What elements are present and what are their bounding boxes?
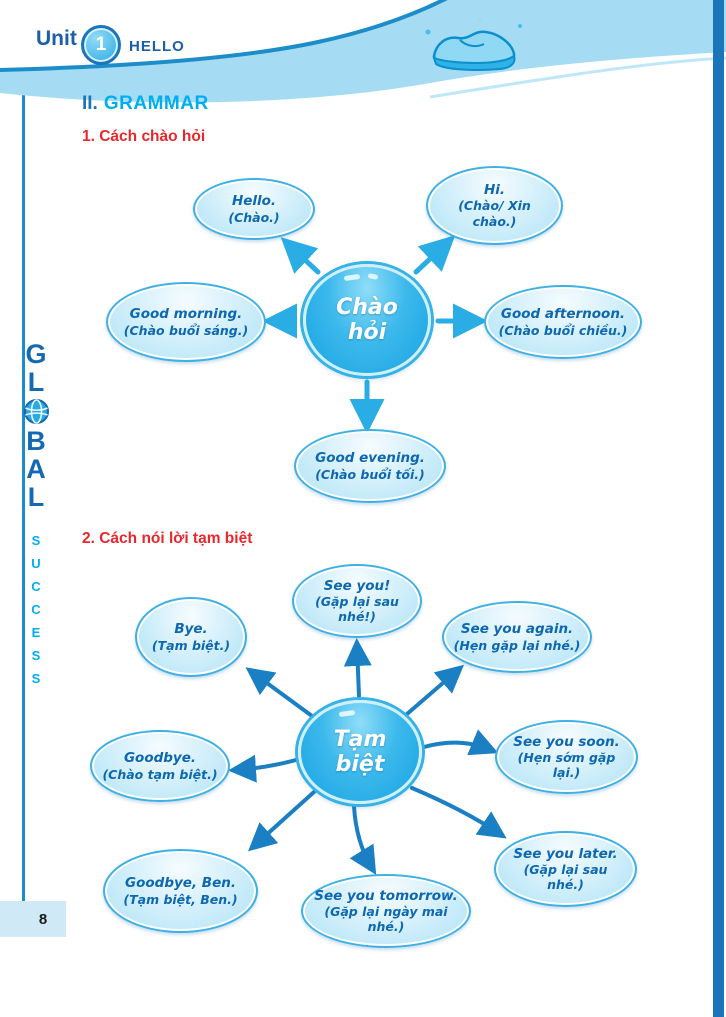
success-letter: S bbox=[31, 671, 41, 686]
bubble-text-vi: (Gặp lại sau nhé.) bbox=[523, 861, 608, 893]
bubble-text-en: See you tomorrow. bbox=[314, 887, 458, 904]
shine-mark bbox=[367, 273, 379, 280]
success-letter: C bbox=[31, 602, 41, 617]
bubble-text-en: See you! bbox=[323, 577, 391, 594]
bubble-text-vi: (Chào/ Xin chào.) bbox=[458, 198, 531, 229]
greetings-center-bubble: Chào hỏi bbox=[303, 264, 431, 376]
success-letters: S U C C E S S bbox=[31, 529, 40, 690]
page-number-box: 8 bbox=[0, 901, 66, 937]
bubble-text-en: Good morning. bbox=[129, 306, 243, 323]
section-title-greetings: 1. Cách chào hỏi bbox=[82, 128, 206, 145]
brand-letter: A bbox=[26, 454, 46, 484]
bubble-text-en: Good evening. bbox=[315, 450, 425, 467]
bubble-text-en: Hello. bbox=[231, 193, 277, 210]
bubble-text-en: See you again. bbox=[460, 621, 574, 638]
brand-letter: L bbox=[27, 367, 45, 397]
bubble-text-en: Goodbye, Ben. bbox=[125, 875, 236, 892]
bubble-text-en: Bye. bbox=[174, 621, 208, 638]
unit-title: HELLO bbox=[129, 38, 185, 55]
bubble-text-vi: (Hẹn gặp lại nhé.) bbox=[453, 637, 581, 653]
bubble-text-en: Hi. bbox=[483, 182, 506, 199]
grammar-heading-title: GRAMMAR bbox=[103, 93, 209, 114]
brand-letter: G bbox=[25, 339, 47, 369]
bubble-see-you-later: See you later. (Gặp lại sau nhé.) bbox=[494, 831, 637, 907]
right-border-bar bbox=[713, 0, 724, 1017]
bubble-see-you: See you! (Gặp lại sau nhé!) bbox=[292, 564, 422, 638]
bubble-text-en: Goodbye. bbox=[123, 750, 197, 767]
bubble-see-you-soon: See you soon. (Hẹn sớm gặp lại.) bbox=[495, 720, 638, 794]
bubble-text-vi: (Gặp lại ngày mai nhé.) bbox=[324, 903, 448, 935]
farewells-center-bubble: Tạm biệt bbox=[298, 700, 422, 804]
global-success-logo: G L B A L S U C C E S S bbox=[16, 340, 56, 690]
grammar-heading: II. GRAMMAR bbox=[82, 93, 209, 115]
sneaker-illustration bbox=[425, 18, 522, 71]
bubble-good-evening: Good evening. (Chào buổi tối.) bbox=[294, 429, 446, 503]
bubble-text-vi: (Tạm biệt.) bbox=[151, 637, 231, 653]
bubble-text-en: See you soon. bbox=[513, 733, 620, 750]
bubble-text-vi: (Hẹn sớm gặp lại.) bbox=[517, 749, 616, 781]
greetings-center-label: Chào hỏi bbox=[336, 294, 398, 345]
bubble-text-vi: (Chào tạm biệt.) bbox=[102, 766, 218, 782]
bubble-see-you-again: See you again. (Hẹn gặp lại nhé.) bbox=[442, 601, 592, 673]
bubble-text-en: Good afternoon. bbox=[500, 306, 626, 323]
bubble-see-you-tomorrow: See you tomorrow. (Gặp lại ngày mai nhé.… bbox=[301, 874, 471, 948]
page-number: 8 bbox=[38, 910, 48, 928]
unit-label: Unit bbox=[36, 27, 77, 50]
brand-letter: L bbox=[27, 482, 45, 512]
bubble-goodbye-ben: Goodbye, Ben. (Tạm biệt, Ben.) bbox=[103, 849, 258, 933]
bubble-hi: Hi. (Chào/ Xin chào.) bbox=[426, 166, 563, 245]
left-border-line bbox=[22, 70, 25, 902]
shine-mark bbox=[338, 709, 356, 718]
success-letter: E bbox=[31, 625, 41, 640]
success-letter: S bbox=[31, 648, 41, 663]
grammar-heading-prefix: II. bbox=[82, 93, 98, 114]
bubble-text-en: See you later. bbox=[513, 845, 618, 862]
unit-number: 1 bbox=[95, 34, 107, 55]
bubble-text-vi: (Gặp lại sau nhé!) bbox=[315, 593, 399, 625]
bubble-bye: Bye. (Tạm biệt.) bbox=[135, 597, 247, 677]
bubble-text-vi: (Chào buổi tối.) bbox=[315, 466, 425, 482]
bubble-text-vi: (Tạm biệt, Ben.) bbox=[123, 891, 238, 907]
farewells-center-label: Tạm biệt bbox=[333, 726, 387, 777]
bubble-text-vi: (Chào buổi chiều.) bbox=[498, 322, 628, 338]
section-title-farewells: 2. Cách nói lời tạm biệt bbox=[82, 530, 253, 547]
brand-letter: B bbox=[26, 426, 46, 456]
success-letter: C bbox=[31, 579, 41, 594]
success-letter: S bbox=[31, 533, 41, 548]
shine-mark bbox=[343, 273, 361, 282]
bubble-goodbye: Goodbye. (Chào tạm biệt.) bbox=[90, 730, 230, 802]
unit-number-badge: 1 bbox=[81, 25, 121, 65]
bubble-hello: Hello. (Chào.) bbox=[193, 178, 315, 240]
bubble-text-vi: (Chào buổi sáng.) bbox=[123, 322, 249, 338]
globe-icon bbox=[23, 398, 50, 425]
success-letter: U bbox=[31, 556, 41, 571]
header-swoosh bbox=[0, 0, 726, 103]
bubble-good-morning: Good morning. (Chào buổi sáng.) bbox=[106, 282, 266, 362]
bubble-good-afternoon: Good afternoon. (Chào buổi chiều.) bbox=[484, 285, 642, 359]
bubble-text-vi: (Chào.) bbox=[228, 209, 280, 225]
